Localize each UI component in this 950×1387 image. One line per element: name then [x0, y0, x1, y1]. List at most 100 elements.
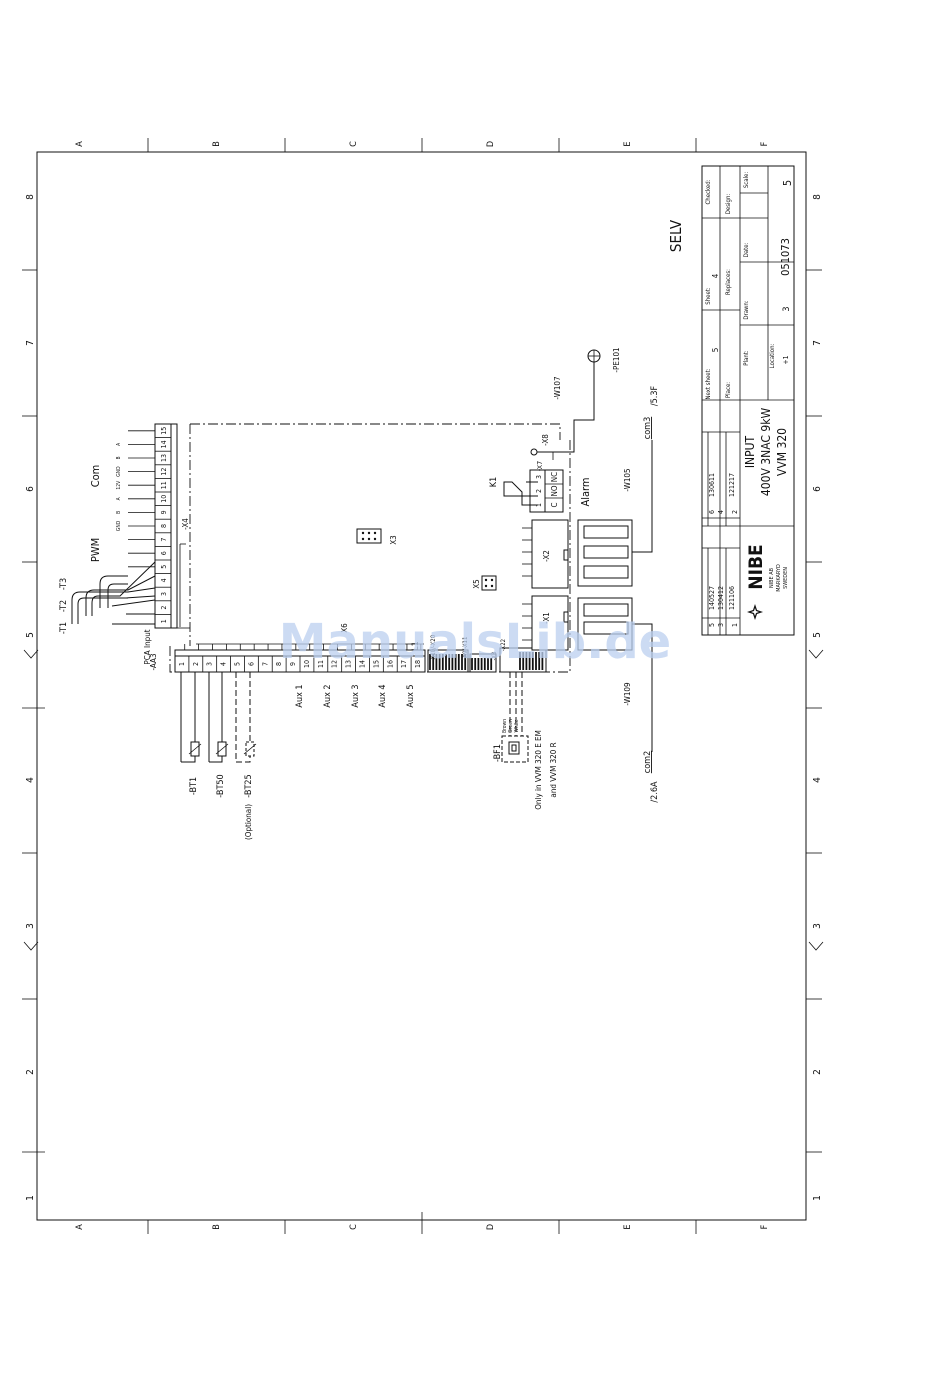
aux-2-label: Aux 2: [323, 684, 333, 707]
location-value: +1: [782, 355, 790, 364]
aux-3-label: Aux 3: [351, 684, 361, 707]
x4-pin-number: 3: [160, 592, 168, 596]
row-label: 5: [25, 632, 36, 638]
column-label: F: [760, 141, 770, 146]
bf1-wire-green: Green: [508, 719, 514, 733]
selv-label: SELV: [667, 219, 685, 252]
bottom-pin-number: 1: [178, 662, 186, 666]
row-label: 4: [812, 777, 823, 783]
bottom-pin-number: 3: [206, 662, 214, 666]
w105-label: -W105: [623, 468, 632, 491]
relay-pins: 1 2 3: [535, 475, 543, 507]
revision-date: 140527: [708, 586, 716, 610]
x4-signal-label: B: [116, 456, 122, 459]
bf1-note-2: and VVM 320 R: [549, 742, 558, 797]
bf1-wire-brown: Brown: [502, 719, 508, 733]
bf1-wire-white: White: [514, 719, 520, 732]
x4-pin-number: 14: [160, 440, 168, 448]
title-block-fields: Checked: Design: Scale: Sheet: Replaces:…: [705, 172, 776, 400]
company-line-3: SWEDEN: [783, 567, 789, 589]
x10-x20-label: -X10/-X20: [430, 634, 437, 661]
relay-contact-c: C: [550, 502, 559, 507]
row-label: 6: [812, 486, 823, 492]
place-label: Place:: [725, 382, 732, 398]
w109-label: -W109: [623, 682, 632, 706]
bottom-pin-number: 12: [331, 660, 339, 668]
x1-label: -X1: [542, 612, 551, 624]
x4-pin-number: 7: [160, 538, 168, 542]
revision-number: 3: [717, 623, 725, 627]
x4-pin-number: 8: [160, 524, 168, 528]
x4-signal-label: B: [116, 511, 122, 514]
aux-labels: Aux 1 Aux 2 Aux 3 Aux 4 Aux 5: [295, 684, 416, 707]
row-label: 7: [812, 340, 823, 346]
sensor-t2-label: -T2: [59, 600, 69, 612]
bottom-pin-number: 14: [359, 660, 367, 668]
column-label: A: [75, 141, 85, 147]
row-label: 2: [812, 1069, 823, 1075]
x7-label: -X7: [536, 461, 544, 471]
x4-pin-number: 5: [160, 565, 168, 569]
sheet-value: 4: [711, 273, 720, 278]
drawing-title: INPUT 400V 3NAC 9kW VVM 320: [743, 408, 789, 497]
x2-connector: [522, 519, 569, 589]
row-label: 6: [25, 486, 36, 492]
scale-label: Scale:: [743, 172, 750, 189]
bottom-pin-number: 10: [303, 660, 311, 668]
row-label: 8: [25, 194, 36, 200]
date-label: Date:: [743, 242, 750, 257]
x4-signal-label: A: [116, 496, 122, 500]
x4-pin-number: 12: [160, 468, 168, 476]
pwm-group-label: PWM: [89, 538, 102, 562]
relay-pin-3: 3: [535, 475, 543, 479]
checked-label: Checked:: [705, 179, 712, 204]
bottom-pin-number: 17: [400, 660, 408, 668]
x4-pin-number: 9: [160, 510, 168, 514]
x5-label: X5: [472, 579, 481, 589]
revision-date: 130611: [708, 473, 716, 497]
title-block-values: 5 4 051073 3 5 +1: [711, 180, 794, 365]
sensor-t3-label: -T3: [59, 578, 69, 590]
drawn-label: Drawn:: [743, 300, 750, 320]
bottom-pin-number: 18: [414, 660, 422, 668]
row-label: 8: [812, 194, 823, 200]
w107-label: -W107: [553, 376, 562, 399]
drawn-value: 3: [782, 306, 792, 311]
board-label: -AA3: [149, 653, 158, 670]
column-label: C: [349, 141, 359, 147]
bottom-pin-number: 15: [372, 660, 380, 668]
x4-pin-number: 4: [160, 578, 168, 582]
revision-number: 2: [731, 510, 739, 514]
relay-contact-no: NO: [550, 485, 559, 496]
com-group-label: Com: [89, 465, 102, 488]
replaces-label: Replaces:: [725, 269, 732, 295]
company-logo: NIBE NIBE AB MARKARYD SWEDEN: [745, 544, 789, 620]
earth-icon: [587, 349, 601, 363]
title-block: [701, 165, 795, 636]
title-line-3: VVM 320: [775, 428, 789, 476]
x3b-label: -X3: [491, 652, 498, 661]
pe101-label: -PE101: [612, 347, 621, 372]
strip-hatches: [429, 652, 544, 670]
alarm-label: Alarm: [579, 477, 592, 506]
x4-pin-number: 13: [160, 454, 168, 462]
row-label: 7: [25, 340, 36, 346]
next-sheet-label: Next sheet:: [705, 368, 712, 399]
nibe-logo-text: NIBE: [745, 544, 767, 589]
row-label: 4: [25, 777, 36, 783]
x2-label: -X2: [542, 550, 551, 562]
row-label: 1: [812, 1195, 823, 1201]
x4-pin-number: 1: [160, 619, 168, 623]
bt1-label: -BT1: [189, 777, 199, 795]
revision-number: 4: [717, 510, 725, 514]
column-label: A: [75, 1224, 85, 1230]
revision-table: 6 130611 4 121217 2 5 140527 3 130412 1 …: [708, 473, 739, 627]
sheet-label: Sheet:: [705, 287, 712, 305]
x6-label: X6: [340, 623, 349, 633]
x4-signal-label: GND: [116, 466, 122, 477]
bottom-pin-number: 8: [275, 662, 283, 666]
column-label: B: [212, 141, 222, 147]
